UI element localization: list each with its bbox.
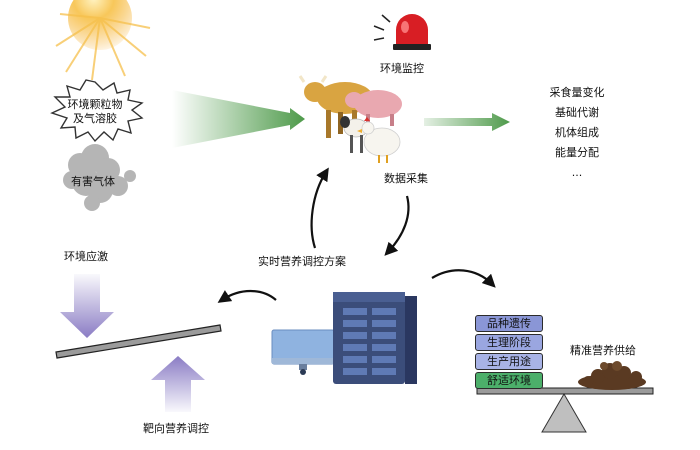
- factor-box: 生产用途: [475, 353, 543, 370]
- outcomes-list: 采食量变化 基础代谢 机体组成 能量分配 ...: [542, 83, 612, 183]
- factor-box: 舒适环境: [475, 372, 543, 389]
- plan-up-curve-arrow: [310, 167, 329, 249]
- to-precision-curve-arrow: [431, 269, 496, 288]
- outcome-item: 采食量变化: [549, 86, 605, 99]
- factor-box: 生理阶段: [475, 334, 543, 351]
- precision-supply-label: 精准营养供给: [570, 344, 636, 357]
- harmful-gas-cloud-icon: [63, 144, 136, 211]
- particles-burst-icon: [50, 79, 144, 143]
- computer-monitor-icon: [271, 329, 335, 375]
- particles-label-line1: 环境颗粒物: [67, 98, 123, 111]
- factor-box: 品种遗传: [475, 315, 543, 332]
- balanced-scale-icon: [476, 387, 654, 433]
- target-nutrition-up-arrow: [151, 356, 205, 412]
- server-rack-icon: [333, 292, 417, 384]
- realtime-plan-label: 实时营养调控方案: [258, 255, 346, 268]
- outcome-item: ...: [571, 166, 583, 179]
- output-green-arrow: [424, 113, 510, 131]
- nutrient-pile-icon: [578, 361, 646, 390]
- input-green-arrow: [172, 90, 305, 148]
- particles-label: 环境颗粒物 及气溶胶: [67, 98, 123, 126]
- data-collect-label: 数据采集: [384, 172, 428, 185]
- data-collect-curve-arrow: [384, 195, 410, 256]
- livestock-animals-icon: [298, 75, 402, 163]
- to-scale-left-curve-arrow: [217, 289, 277, 303]
- env-monitor-label: 环境监控: [380, 62, 424, 75]
- harmful-gas-label: 有害气体: [71, 175, 115, 188]
- factor-stack: 品种遗传 生理阶段 生产用途 舒适环境: [475, 315, 543, 391]
- outcome-item: 能量分配: [555, 146, 599, 159]
- sun-icon: [55, 0, 151, 81]
- particles-label-line2: 及气溶胶: [73, 112, 117, 125]
- outcome-item: 机体组成: [555, 126, 599, 139]
- target-nutrition-label: 靶向营养调控: [143, 422, 209, 435]
- alarm-light-icon: [373, 14, 431, 50]
- env-stress-label: 环境应激: [64, 250, 108, 263]
- tilted-balance-beam: [55, 324, 222, 359]
- env-stress-down-arrow: [60, 274, 114, 338]
- outcome-item: 基础代谢: [555, 106, 599, 119]
